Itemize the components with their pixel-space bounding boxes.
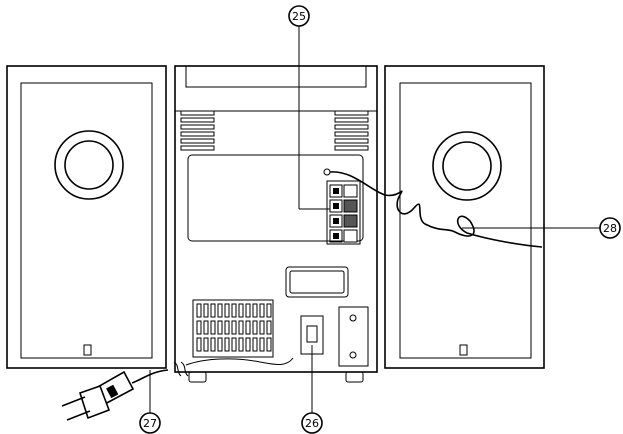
vent-slot — [259, 337, 265, 352]
vent-slot — [217, 303, 223, 318]
vent-slot — [224, 320, 230, 335]
vent-slot — [252, 303, 258, 318]
vent-slot — [266, 303, 272, 318]
vent-slot — [334, 145, 369, 151]
vent-slot — [334, 131, 369, 137]
speaker-terminals — [326, 180, 361, 245]
left-speaker-cone-outer — [54, 130, 124, 200]
top-left-vent — [180, 110, 215, 151]
vent-slot — [180, 138, 215, 144]
callout-28-label: 28 — [603, 222, 617, 235]
vent-slot — [180, 110, 215, 116]
terminal-hole — [333, 188, 339, 194]
callout-28: 28 — [599, 217, 621, 239]
leader-lines — [149, 26, 600, 414]
left-foot — [188, 371, 207, 383]
terminal-lever — [343, 229, 358, 243]
vent-slot — [238, 320, 244, 335]
vent-slot — [245, 320, 251, 335]
vent-slot — [334, 138, 369, 144]
terminal-clip — [329, 229, 343, 243]
terminal-hole — [333, 218, 339, 224]
top-right-vent — [334, 110, 369, 151]
vent-slot — [334, 124, 369, 130]
vent-slot — [334, 110, 369, 116]
vent-slot — [180, 117, 215, 123]
vent-slot — [217, 337, 223, 352]
terminal-lever — [343, 214, 358, 228]
right-speaker-cone-inner — [442, 141, 492, 191]
callout-25-label: 25 — [292, 10, 306, 23]
vent-slot — [203, 303, 209, 318]
vent-slot — [245, 337, 251, 352]
terminal-lever — [343, 199, 358, 213]
terminal-clip — [329, 199, 343, 213]
terminal-hole — [333, 203, 339, 209]
vent-slot — [231, 320, 237, 335]
vent-slot — [259, 320, 265, 335]
vent-slot — [266, 320, 272, 335]
vent-slot — [196, 337, 202, 352]
vent-slot — [245, 303, 251, 318]
right-speaker-cone-outer — [432, 131, 502, 201]
main-unit — [174, 65, 378, 383]
vent-slot — [259, 303, 265, 318]
callout-25: 25 — [288, 5, 310, 27]
vent-slot — [266, 337, 272, 352]
terminal-hole — [333, 233, 339, 239]
vent-slot — [196, 320, 202, 335]
vent-slot — [224, 337, 230, 352]
vent-slot — [180, 145, 215, 151]
vent-slot — [203, 320, 209, 335]
vent-slot — [231, 303, 237, 318]
vent-slot — [210, 303, 216, 318]
terminal-clip — [329, 184, 343, 198]
vent-slot — [252, 337, 258, 352]
terminal-clip — [329, 214, 343, 228]
callout-26-label: 26 — [305, 417, 319, 430]
vent-slot — [203, 337, 209, 352]
bottom-vent — [192, 299, 274, 358]
power-plug — [61, 361, 189, 421]
right-foot — [345, 371, 364, 383]
vent-slot — [238, 303, 244, 318]
ac-outlet — [338, 306, 369, 367]
callout-26: 26 — [301, 412, 323, 434]
vent-slot — [180, 124, 215, 130]
terminal-lever — [343, 184, 358, 198]
left-speaker — [6, 65, 167, 369]
vent-slot — [210, 320, 216, 335]
left-speaker-cone-inner — [64, 140, 114, 190]
callout-27-label: 27 — [143, 417, 157, 430]
fm-antenna-wire — [329, 171, 543, 248]
vent-slot — [238, 337, 244, 352]
vent-slot — [334, 117, 369, 123]
callout-27: 27 — [139, 412, 161, 434]
vent-slot — [196, 303, 202, 318]
vent-slot — [231, 337, 237, 352]
vent-slot — [217, 320, 223, 335]
vent-slot — [224, 303, 230, 318]
vent-slot — [252, 320, 258, 335]
vent-slot — [180, 131, 215, 137]
vent-slot — [210, 337, 216, 352]
